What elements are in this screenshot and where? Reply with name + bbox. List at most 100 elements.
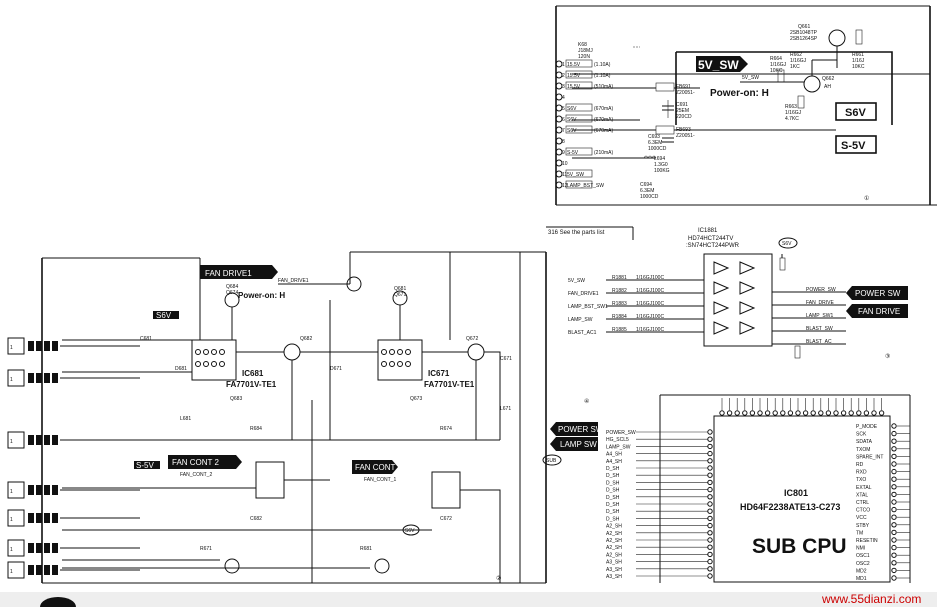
connector-contact [36,513,42,523]
fan-connector [7,337,25,355]
connector-contact [28,543,34,553]
cpu-top-pin [863,410,870,416]
cpu-left-pin [707,479,713,486]
tag-s6v-a: S6V [156,311,172,320]
cpu-right-pin [891,484,897,490]
svg-text:1/16GJ: 1/16GJ [785,110,802,116]
connector-pin [555,148,563,156]
cpu-top-pin [764,410,771,416]
pin-label: 15.5V [567,62,581,68]
svg-text:2SB1264SP: 2SB1264SP [790,36,818,42]
connector-contact [52,341,58,351]
part-c694: C694 [640,182,652,188]
cpu-left-pin-label: D_SH [606,488,620,494]
ic801-part: HD64F2238ATE13-C273 [740,502,840,512]
cpu-top-pin [878,410,885,416]
connector-contact [28,373,34,383]
fan-connector-pin: 1 [10,517,13,523]
pin-number: 11 [562,172,567,178]
fan-connector [7,509,25,527]
pin-label: S-5V [567,150,579,156]
cpu-left-pins: POWER_SWHG_SCL5LAMP_SWA4_SHA4_SHD_SHD_SH… [606,429,713,580]
part-fb691: FB691 [676,84,691,90]
cpu-left-pin [707,558,713,565]
cpu-left-pin [707,544,713,550]
pin-number: 9 [562,150,565,156]
fan-part-label: C682 [250,516,262,522]
cpu-left-pin-label: A4_SH [606,459,622,465]
pin-number: 3 [562,84,565,90]
cpu-right-pin-label: RXD [856,470,867,476]
cpu-left-pin-label: D_SH [606,516,620,522]
part-c691-c: 220CD [676,114,692,120]
svg-text:10KC: 10KC [852,64,865,70]
cpu-left-pin-label: D_SH [606,495,620,501]
buffer-output-label: BLAST_AC [806,339,832,345]
pin-number: 10 [562,161,568,167]
resistor-ref: R1885 [612,327,627,333]
connector-contact [52,565,58,575]
cpu-left-pin-label: A2_SH [606,545,622,551]
cpu-right-pins: P_MODESCKSDATATXOMSPARE_INTRDRXDTXOEXTAL… [856,423,910,582]
connector-contact [36,543,42,553]
cpu-left-pin-label: POWER_SW [606,430,636,436]
connector-pin [555,115,563,123]
section-marker-1: ① [864,195,869,202]
fan-part-label: Q674 [226,290,238,296]
fan-part-label: Q671 [394,292,406,298]
fan-part-label: Q682 [300,336,312,342]
watermark-text: www.55dianzi.com [821,592,921,606]
connector-pin [555,104,563,112]
flag-fan-drive-3: FAN DRIVE [858,307,900,316]
pin-current: (510mA) [594,84,614,90]
box-title-5v-sw: 5V_SW [698,58,739,72]
cpu-top-pin [780,410,786,416]
svg-text:R664: R664 [770,56,782,62]
power-on-label-1: Power-on: H [710,88,769,99]
pin-label: 5V_SW [567,172,584,178]
cpu-top-pins [719,398,885,416]
pin-label: LAMP_BST_SW [567,183,604,189]
ic671-pins [381,349,411,367]
pin-number: 5 [562,106,565,112]
pin-label-box [565,169,593,178]
fan-part-label: Q681 [394,286,406,292]
cpu-left-pin-label: A3_SH [606,567,622,573]
connector-contact [52,485,58,495]
part-l694-c: 100KG [654,168,670,174]
svg-text:1/16GJ: 1/16GJ [790,58,807,64]
cpu-left-pin-label: A4_SH [606,452,622,458]
pin-label: S6V [567,106,577,112]
connector-pin [555,137,563,145]
part-c691: C691 [676,102,688,108]
svg-text:AH: AH [824,84,831,90]
cpu-right-pin [891,560,897,566]
buffer-input-label: LAMP_BST_SW1 [568,304,608,310]
pin-label-box [565,180,593,189]
cpu-right-pin [891,567,897,574]
pin-current: (1.10A) [594,73,611,79]
cpu-right-pin-label: STBY [856,523,870,529]
pin-label: S6V [567,128,577,134]
flag-power-sw-4: POWER SW [558,425,604,434]
connector-contact [28,485,34,495]
cpu-right-pin-label: SCK [856,432,867,438]
buffer-output-label: BLAST_SW [806,326,833,332]
connector-pin [555,126,563,134]
flag-lamp-sw-4: LAMP SW [560,440,597,449]
flag-fan-cont1: FAN CONT 1 [355,463,403,472]
cpu-right-pin-label: CTCO [856,508,870,514]
cpu-right-pin-label: SDATA [856,439,873,445]
svg-text:1KC: 1KC [790,64,800,70]
connector-pin [555,181,563,189]
ic1881-part2: :SN74HCT244PWR [686,243,740,249]
part-c694-c: 1000CD [640,194,659,200]
cpu-right-pin [891,491,897,498]
cpu-right-pin-label: TXO [856,477,866,483]
cpu-right-pin [891,499,897,505]
svg-text:Q662: Q662 [822,76,834,82]
part-fb693-val: Z20051- [676,133,695,139]
